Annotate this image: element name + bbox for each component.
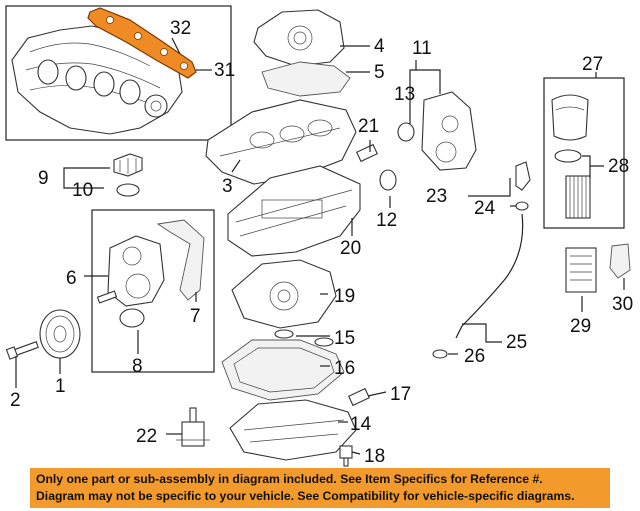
part-21 (355, 143, 379, 163)
disclaimer-line-2: Diagram may not be specific to your vehi… (36, 489, 575, 503)
leader-lines (15, 37, 625, 455)
callout-11: 11 (412, 38, 432, 59)
upper-cover-gasket (261, 61, 351, 97)
oil-cooler (565, 247, 597, 293)
crankshaft-pulley (39, 309, 81, 359)
callout-19: 19 (334, 286, 355, 307)
pulley-bolt (5, 341, 39, 360)
callout-30: 30 (612, 294, 633, 315)
callout-9: 9 (38, 168, 49, 189)
callout-22: 22 (136, 426, 157, 447)
callout-numbers: 32 31 4 5 3 9 10 11 13 21 12 20 6 7 8 19… (10, 18, 633, 467)
oil-level-sensor-17 (347, 387, 371, 407)
disclaimer-banner: Only one part or sub-assembly in diagram… (30, 468, 610, 508)
dipstick-o-ring (515, 201, 529, 211)
disclaimer-line-1: Only one part or sub-assembly in diagram… (36, 472, 543, 486)
callout-18: 18 (364, 446, 385, 467)
intake-manifold-gasket (87, 7, 197, 79)
callout-10: 10 (72, 180, 93, 201)
timing-cover-group-box (91, 209, 215, 373)
callout-26: 26 (464, 346, 485, 367)
drain-plug (339, 445, 353, 467)
side-timing-cover (421, 91, 477, 171)
callout-6: 6 (66, 268, 77, 289)
seal-15 (274, 329, 334, 347)
callout-8: 8 (132, 356, 143, 377)
callout-28: 28 (608, 156, 629, 177)
filter-o-ring (554, 149, 582, 163)
callout-4: 4 (374, 36, 385, 57)
callout-16: 16 (334, 358, 355, 379)
callout-13: 13 (394, 84, 415, 105)
callout-29: 29 (570, 316, 591, 337)
callout-24: 24 (474, 198, 496, 219)
filler-cap-seal (116, 183, 140, 197)
tube-seal-26 (432, 349, 448, 359)
dipstick-tube (455, 213, 524, 339)
callout-2: 2 (10, 390, 21, 411)
callout-17: 17 (390, 384, 411, 405)
callout-3: 3 (222, 176, 233, 197)
seal-12 (379, 169, 397, 191)
callout-23: 23 (426, 186, 447, 207)
upper-timing-cover (253, 9, 345, 67)
oil-filter-cap (551, 94, 589, 141)
callout-14: 14 (350, 414, 372, 435)
callout-15: 15 (334, 328, 355, 349)
cylinder-head-cover (205, 99, 357, 185)
cover-bolt (96, 290, 118, 304)
callout-31: 31 (214, 60, 235, 81)
oil-level-sensor-22 (176, 407, 210, 447)
cylinder-head (227, 165, 361, 257)
callout-25: 25 (506, 332, 527, 353)
oil-pan (229, 399, 357, 461)
callout-27: 27 (582, 54, 603, 75)
timing-cover-gasket (156, 219, 205, 301)
callout-32: 32 (170, 18, 191, 39)
callout-20: 20 (340, 238, 361, 259)
oil-filter-group-box (543, 77, 625, 229)
cooler-gasket (609, 243, 631, 279)
intake-manifold (11, 25, 183, 135)
oil-pan-gasket (221, 339, 345, 401)
callout-5: 5 (374, 62, 385, 83)
intake-manifold-group-box (5, 5, 232, 141)
callout-21: 21 (358, 116, 379, 137)
oil-pump-cover (231, 259, 337, 329)
callout-7: 7 (190, 306, 201, 327)
front-crank-seal (119, 308, 145, 328)
seal-13 (397, 122, 415, 142)
oil-filter-element (565, 175, 591, 219)
dipstick-handle (515, 161, 531, 191)
callout-12: 12 (376, 210, 397, 231)
callout-1: 1 (55, 376, 66, 397)
oil-filler-cap (113, 153, 143, 177)
